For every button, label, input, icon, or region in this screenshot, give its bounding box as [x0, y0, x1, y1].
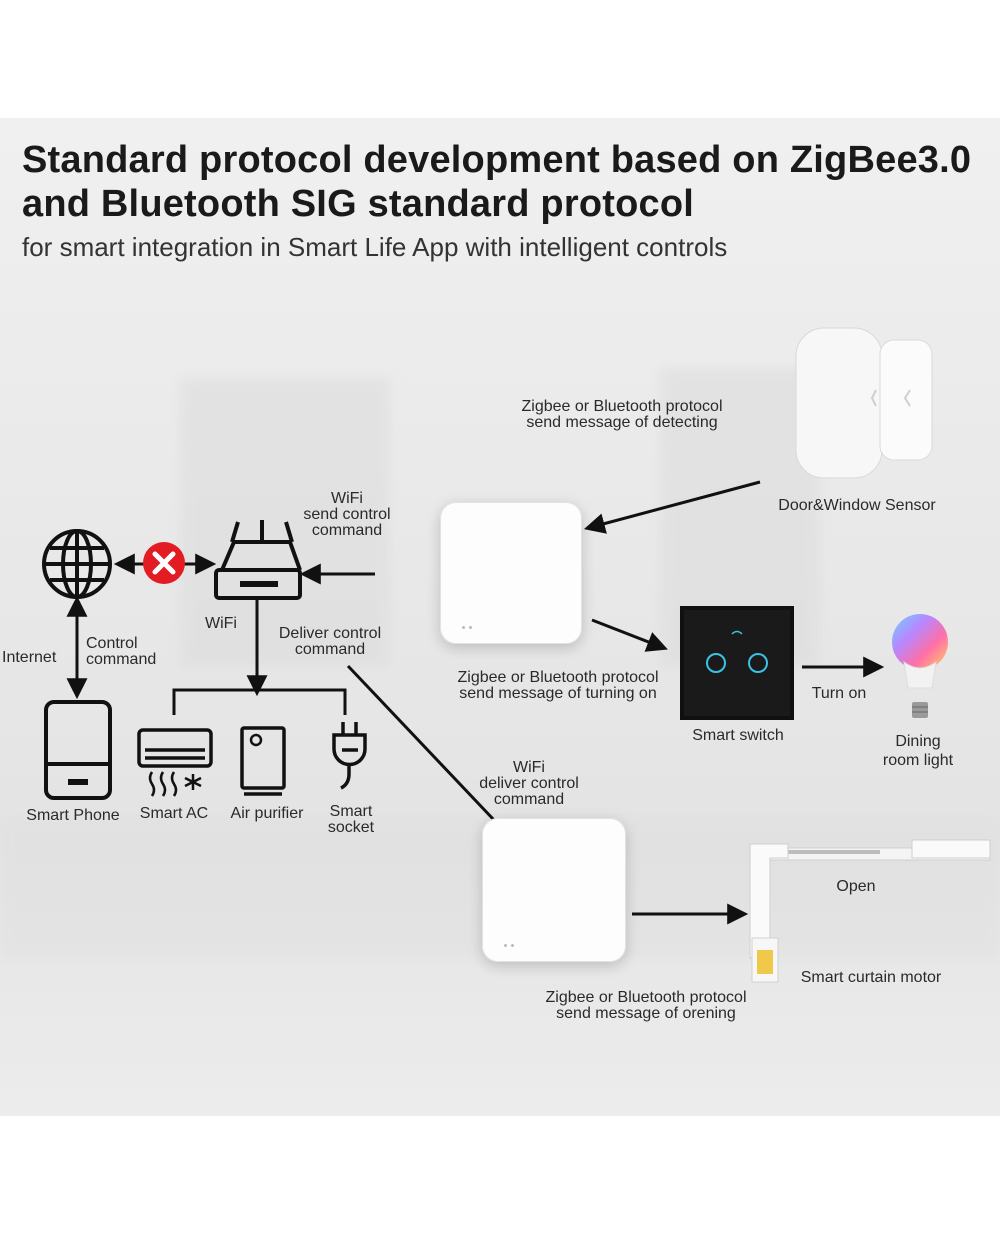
smart-switch-label: Smart switch — [692, 727, 784, 744]
globe-icon — [42, 529, 112, 599]
door-sensor-label: Door&Window Sensor — [778, 497, 936, 514]
bulb-icon — [892, 614, 948, 718]
smart-switch-icon — [680, 606, 794, 720]
turn-on-label: Turn on — [811, 685, 867, 702]
phone-icon — [44, 700, 112, 800]
open-label: Open — [836, 878, 876, 895]
smart-phone-label: Smart Phone — [26, 807, 120, 824]
air-purifier-label: Air purifier — [230, 805, 304, 822]
ac-icon — [137, 728, 213, 797]
page-subtitle: for smart integration in Smart Life App … — [22, 232, 728, 262]
diagram-graphics — [42, 327, 991, 983]
smart-ac-label: Smart AC — [139, 805, 209, 822]
router-icon — [214, 520, 302, 600]
socket-icon — [332, 722, 367, 790]
internet-label: Internet — [2, 649, 57, 666]
gateway-hub — [482, 818, 626, 962]
curtain-motor-label: Smart curtain motor — [800, 969, 942, 986]
curtain-motor-icon — [749, 839, 991, 983]
page-title: Standard protocol development based on Z… — [22, 139, 972, 225]
purifier-icon — [240, 726, 286, 796]
door-sensor-icon — [795, 327, 933, 479]
wifi-label: WiFi — [205, 615, 237, 632]
gateway-hub — [440, 502, 582, 644]
diagram-canvas: Standard protocol development based on Z… — [0, 118, 1000, 1116]
blocked-x-icon — [143, 542, 185, 584]
